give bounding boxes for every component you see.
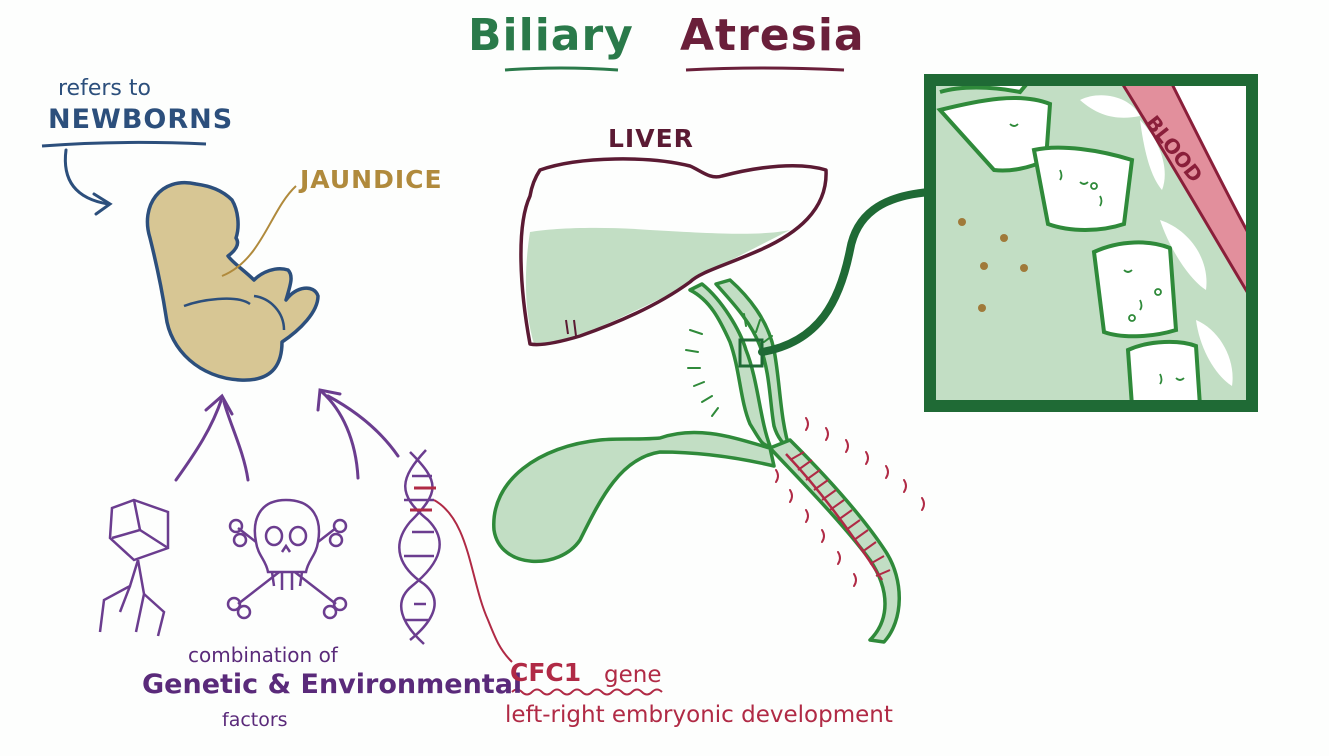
liver-label: LIVER [608,126,694,151]
combination-of-label: combination of [188,645,338,665]
liver-icon [521,159,826,345]
title-biliary: Biliary [468,14,634,58]
newborns-arrow [65,150,110,214]
gene-label: gene [604,664,661,687]
virus-icon [100,500,168,636]
title-atresia: Atresia [680,14,865,58]
newborn-baby-icon [147,183,318,380]
jaundice-label: JAUNDICE [300,167,443,192]
newborns-underline [42,142,206,146]
left-right-development-label: left-right embryonic development [505,704,893,727]
cfc1-underline [512,690,662,695]
atresia-underline [686,68,844,70]
cfc1-label: CFC1 [510,660,581,685]
atretic-duct-hatching [786,452,890,580]
genetic-environmental-label: Genetic & Environmental [142,671,522,698]
biliary-underline [505,68,618,70]
skull-crossbones-icon [228,500,346,618]
zoom-panel [930,80,1252,406]
newborns-label: NEWBORNS [48,106,233,133]
dna-icon [399,450,439,644]
factors-label: factors [222,711,288,730]
refers-to-label: refers to [58,78,151,100]
cause-arrows [176,390,398,480]
zoom-connector [762,192,930,352]
